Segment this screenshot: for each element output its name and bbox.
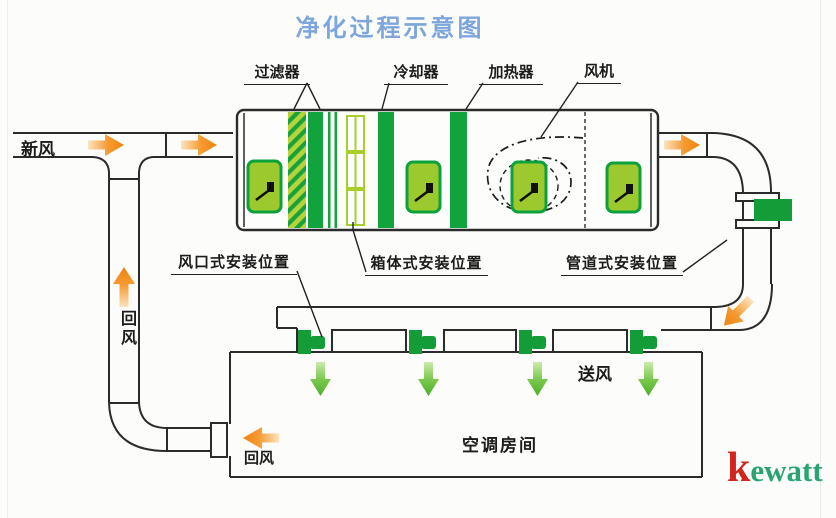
supply-down-arrow-icon xyxy=(418,362,439,396)
label-fan: 风机 xyxy=(577,60,621,84)
supply-elbow-inner xyxy=(715,283,744,308)
label-return-air-riser: 回风 xyxy=(118,310,135,348)
filter-leader xyxy=(293,82,321,110)
diagram-title: 净化过程示意图 xyxy=(295,15,485,42)
filter-hatched-band xyxy=(288,112,306,228)
cabinet-install-leader xyxy=(352,222,367,273)
cooler-band xyxy=(378,112,394,228)
thin-green-line-2 xyxy=(334,112,337,228)
label-cabinet-install: 箱体式安装位置 xyxy=(365,252,488,276)
supply-down-arrow-icon xyxy=(638,362,659,396)
label-room: 空调房间 xyxy=(462,436,538,455)
room-return-arrow-icon xyxy=(243,427,279,449)
duct-install-leader xyxy=(682,239,728,273)
door-handle-icon xyxy=(531,183,538,193)
filter-solid-band xyxy=(308,112,323,228)
supply-air-vents xyxy=(298,330,657,354)
outlet-elbow-outer xyxy=(711,132,772,191)
label-cooler: 冷却器 xyxy=(384,61,448,85)
page-edge-left xyxy=(7,0,8,518)
door-handle-icon xyxy=(626,184,633,194)
label-filter: 过滤器 xyxy=(244,61,310,85)
fresh-air-arrow-icon xyxy=(181,134,217,156)
fan-scroll xyxy=(486,136,584,213)
ahu-inner-walls xyxy=(243,113,652,227)
ahu-outlet-duct xyxy=(658,132,714,158)
supply-duct-drop-boxes xyxy=(331,329,628,352)
door-handle-icon xyxy=(267,182,274,192)
fan-volute-curve xyxy=(486,136,584,213)
return-duct-flange xyxy=(210,422,228,458)
fan-impeller-circle xyxy=(499,159,559,213)
return-riser-walls xyxy=(108,172,140,402)
label-vent-install: 风口式安装位置 xyxy=(171,251,297,275)
cooler-leader xyxy=(381,82,390,110)
label-heater: 加热器 xyxy=(479,61,543,85)
page-edge-right xyxy=(820,0,821,518)
access-door xyxy=(605,161,642,214)
kewatt-logo: kewatt xyxy=(727,444,823,492)
label-return-air-room: 回风 xyxy=(244,450,275,467)
access-door xyxy=(405,160,442,214)
duct-network xyxy=(13,132,780,478)
label-supply-air: 送风 xyxy=(578,365,612,384)
thin-green-line-1 xyxy=(328,112,331,228)
heater-leader xyxy=(465,82,484,110)
ahu-access-doors xyxy=(246,159,642,214)
access-door xyxy=(246,159,283,214)
door-handle-icon xyxy=(426,183,433,193)
ahu-outlet-arrow-icon xyxy=(664,134,700,156)
air-vent xyxy=(409,330,436,354)
outlet-elbow-inner xyxy=(713,156,744,193)
tee-fillet-left xyxy=(92,156,110,173)
label-fresh-air: 新风 xyxy=(21,140,55,159)
ahu-box xyxy=(235,108,660,232)
label-duct-install: 管道式安装位置 xyxy=(561,252,683,276)
heater-band xyxy=(450,112,467,228)
riser-elbow-outer xyxy=(108,401,168,452)
duct-flange-bottom xyxy=(735,219,780,229)
air-vent xyxy=(519,330,546,354)
tee-fillet-right xyxy=(138,156,154,173)
supply-down-arrow-icon xyxy=(310,362,331,396)
room-outline xyxy=(229,351,703,478)
air-vent xyxy=(298,330,325,354)
supply-elbow-outer xyxy=(739,283,773,331)
air-vent xyxy=(630,330,657,354)
return-air-up-arrow-icon xyxy=(113,267,135,307)
supply-elbow-arrow-icon xyxy=(723,295,754,326)
logo-ewatt: ewatt xyxy=(750,453,823,488)
fan-leader xyxy=(540,81,579,138)
flow-arrows xyxy=(88,134,754,449)
vent-install-leader xyxy=(296,270,323,338)
fresh-air-arrow-icon xyxy=(88,134,124,156)
return-duct-bottom xyxy=(167,427,211,452)
duct-purifier-unit xyxy=(754,199,792,221)
label-leader-lines xyxy=(293,81,728,338)
logo-k: k xyxy=(727,445,751,491)
cabinet-purifier-modules xyxy=(346,115,365,226)
supply-down-arrow-icon xyxy=(527,362,548,396)
supply-duct-left-cap xyxy=(276,307,298,352)
access-door xyxy=(510,160,548,214)
riser-elbow-inner xyxy=(138,401,168,429)
